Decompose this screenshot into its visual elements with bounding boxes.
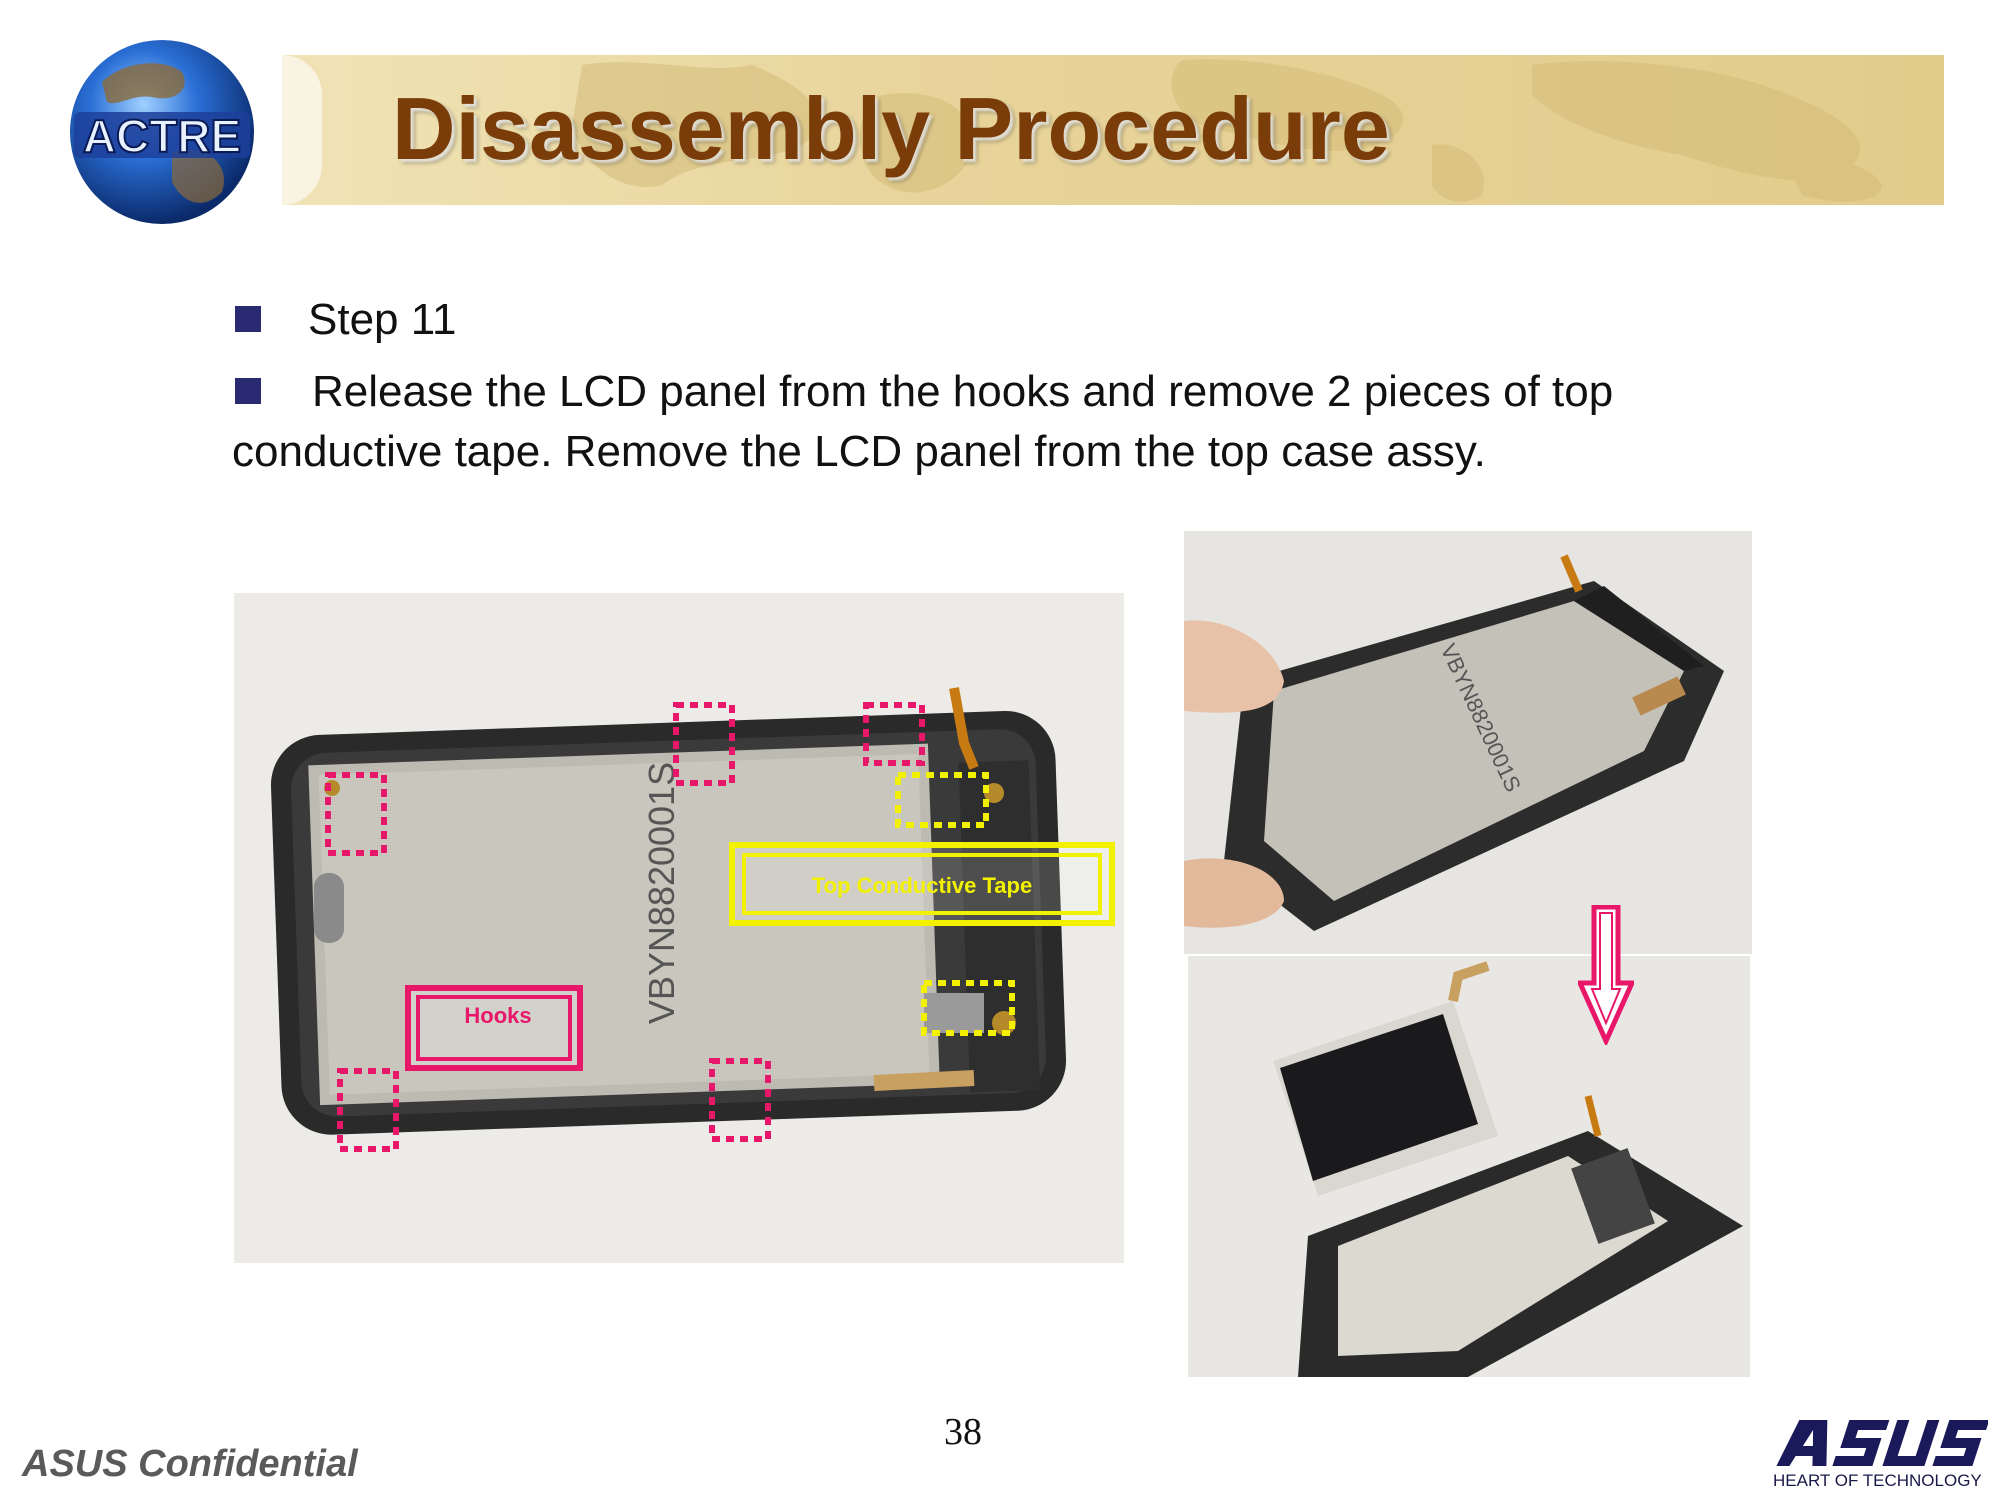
tape-callout-inner — [742, 853, 1102, 915]
registered-mark: ® — [1980, 1420, 1987, 1430]
bullet-square — [235, 378, 261, 404]
step-label: Step 11 — [308, 295, 457, 344]
hooks-callout-box — [405, 985, 583, 1071]
hook-marker — [863, 702, 925, 766]
hook-marker — [337, 1068, 399, 1152]
instruction-line-2: conductive tape. Remove the LCD panel fr… — [232, 427, 1486, 476]
instruction-line-1: Release the LCD panel from the hooks and… — [312, 367, 1614, 416]
confidential-label: ASUS Confidential — [22, 1443, 358, 1485]
tape-callout-box — [729, 842, 1115, 926]
photo-lcd-removed — [1188, 956, 1750, 1377]
world-map-background — [572, 59, 1882, 202]
hook-marker — [709, 1058, 771, 1142]
logo-text: ACTRE — [83, 110, 241, 162]
arrow-down-icon — [1576, 904, 1636, 1048]
finger — [1184, 858, 1284, 928]
hooks-callout-inner — [416, 995, 572, 1061]
asus-logo: ® — [1770, 1418, 1990, 1470]
title-banner — [282, 55, 1944, 205]
finger — [1184, 620, 1284, 713]
page-title: Disassembly Procedure — [392, 79, 1390, 178]
panel-serial-text: VBYN8820001S — [641, 762, 682, 1024]
brand-tagline: HEART OF TECHNOLOGY — [1773, 1471, 1982, 1490]
hook-marker — [325, 772, 387, 856]
tape-marker — [895, 772, 989, 828]
tape-callout-label: Top Conductive Tape — [812, 873, 1032, 898]
bullet-square — [235, 306, 261, 332]
hook-marker — [673, 702, 735, 786]
hooks-callout-label: Hooks — [464, 1003, 531, 1028]
photo-lcd-hooks: VBYN8820001S Top Conductive Tape Hooks — [234, 593, 1124, 1263]
photo-lcd-lifting: VBYN8820001S — [1184, 531, 1752, 954]
banner-curve — [282, 55, 322, 205]
page-number: 38 — [944, 1411, 982, 1453]
tape-marker — [921, 980, 1015, 1036]
actre-logo: ACTRE — [62, 32, 262, 232]
